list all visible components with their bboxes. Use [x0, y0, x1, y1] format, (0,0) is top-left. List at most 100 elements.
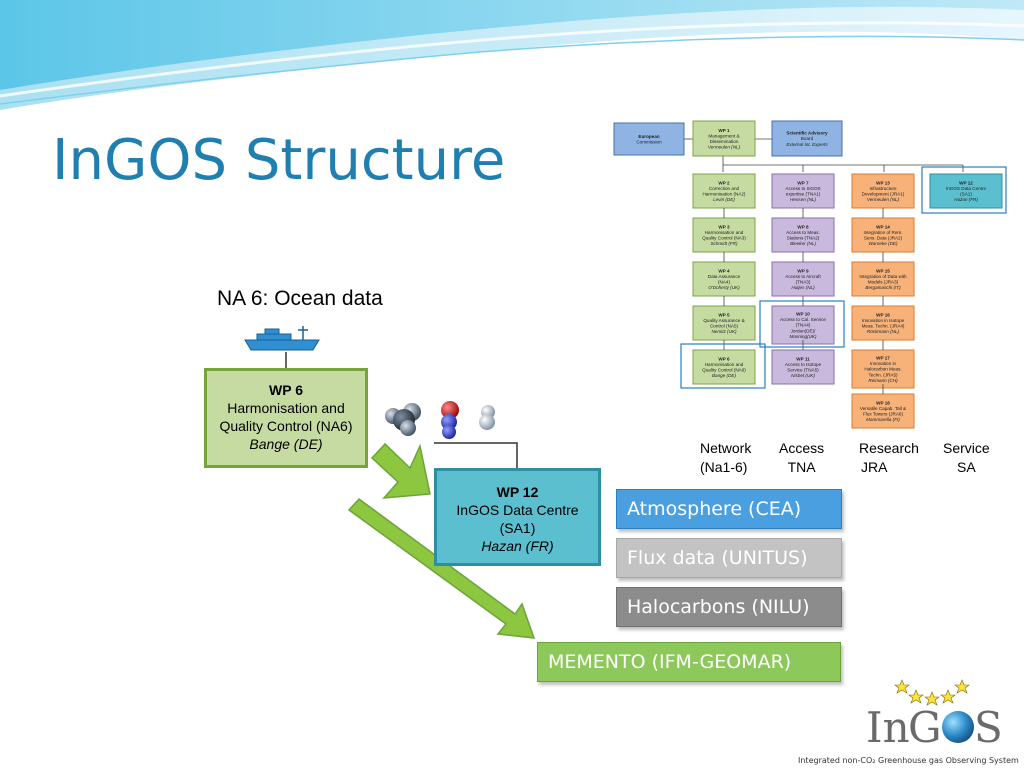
org-box-2-4-line: WP 17	[876, 356, 890, 361]
column-label-service: Service SA	[943, 439, 990, 477]
logo-wordmark-in: In	[866, 703, 910, 752]
logo-wordmark-s: S	[974, 703, 1003, 752]
wp6-line3: Quality Control (NA6)	[219, 418, 353, 434]
na6-label: NA 6: Ocean data	[217, 287, 383, 310]
org-box-0-4-line: WP 6	[718, 356, 730, 361]
data-tag-atmosphere: Atmosphere (CEA)	[616, 489, 842, 529]
org-box-1-3-line: (TNA4)	[796, 323, 811, 328]
org-box-0-2-line: O'Doherty (UK)	[708, 285, 740, 290]
org-box-2-1-line: WP 14	[876, 224, 890, 229]
column-label-service-line2: SA	[957, 459, 976, 475]
org-box-sab-line: Scientific Advisory	[786, 131, 828, 136]
org-box-2-4-line: Innovation in	[870, 361, 896, 366]
org-box-0-4-rect	[692, 349, 756, 385]
highlight-wp10	[759, 300, 845, 348]
highlight-wp12	[921, 166, 1007, 214]
org-box-3-0-line: Hazan (FR)	[954, 197, 978, 202]
data-tag-halocarbons: Halocarbons (NILU)	[616, 587, 842, 627]
org-box-1-1-line: Access to Meas.	[786, 230, 820, 235]
column-label-network-line1: Network	[700, 440, 752, 456]
org-box-1-4-line: WP 11	[796, 356, 810, 361]
org-box-2-2-rect	[851, 261, 915, 297]
column-label-access-line2: TNA	[787, 459, 816, 475]
org-box-1-0-line: WP 7	[797, 180, 809, 185]
org-box-0-2-line: (NA4)	[718, 280, 730, 285]
org-box-2-1-line: Warneke (DE)	[868, 241, 897, 246]
org-box-1-0-line: Access to InGOS	[785, 186, 820, 191]
hydrogen-molecule-icon	[479, 405, 495, 430]
logo-tagline: Integrated non-CO₂ Greenhouse gas Observ…	[798, 756, 1019, 765]
wp6-box: WP 6 Harmonisation and Quality Control (…	[204, 368, 368, 468]
org-box-2-5-line: Flux Towers (JRA6)	[863, 412, 903, 417]
org-box-0-1-line: Harmonisation and	[705, 230, 744, 235]
org-box-2-3-line: Innovation in Isotope	[862, 318, 905, 323]
org-box-1-2-line: Access to Aircraft	[785, 274, 821, 279]
org-box-1-2-line: Hutjes (NL)	[791, 285, 815, 290]
wp12-line3: (SA1)	[499, 520, 536, 536]
org-box-1-3-line: Manning(UK)	[789, 334, 817, 339]
org-box-wp1-line: Dissemination	[710, 139, 739, 144]
org-box-2-5-line: Versatile Capab. Tall &	[860, 406, 906, 411]
wp12-box: WP 12 InGOS Data Centre (SA1) Hazan (FR)	[434, 468, 601, 566]
org-box-ec-line: European	[638, 134, 659, 139]
org-box-1-4-line: Nisbet (UK)	[791, 373, 815, 378]
data-tag-flux: Flux data (UNITUS)	[616, 538, 842, 578]
column-label-access: Access TNA	[779, 439, 824, 477]
org-box-0-3-line: WP 5	[718, 312, 730, 317]
org-box-wp1-line: Management &	[708, 133, 739, 138]
org-box-3-0-line: (SA1)	[960, 192, 972, 197]
column-label-network: Network (Na1-6)	[700, 439, 751, 477]
org-box-2-3-rect	[851, 305, 915, 341]
org-box-2-0-line: WP 13	[876, 180, 890, 185]
org-box-0-4-line: Harmonisation and	[705, 362, 744, 367]
org-box-2-4-line: Reimann (CH)	[868, 378, 898, 383]
column-label-research: Research JRA	[859, 439, 919, 477]
org-box-1-1-line: Stations (TNA2)	[787, 236, 820, 241]
globe-icon	[942, 711, 974, 743]
org-box-0-0-line: Levin (DE)	[713, 197, 735, 202]
org-box-2-1-line: Integration of Rem.	[863, 230, 902, 235]
org-box-1-3-line: Jordan(DE)/	[791, 328, 816, 333]
org-box-2-3-line: WP 16	[876, 312, 890, 317]
org-box-1-2-rect	[771, 261, 835, 297]
wp6-lead: Bange (DE)	[249, 436, 323, 452]
ship-icon	[244, 326, 320, 351]
nitrous-oxide-molecule-icon	[441, 401, 459, 439]
org-box-0-0-line: Correction and	[709, 186, 740, 191]
org-chart-connectors	[684, 138, 964, 172]
org-box-3-0-rect	[929, 173, 1003, 209]
logo-wordmark-g: G	[908, 703, 942, 752]
org-box-3-0-line: WP 12	[959, 180, 973, 185]
data-tag-memento: MEMENTO (IFM-GEOMAR)	[537, 642, 841, 682]
org-box-0-1-line: WP 3	[718, 224, 730, 229]
org-box-1-0-line: expertise (TNA1)	[786, 192, 821, 197]
column-label-research-line2: JRA	[861, 459, 888, 475]
org-box-1-3-line: Access to Cal. Service	[780, 317, 826, 322]
org-box-2-0-line: Development (JRA1)	[862, 192, 905, 197]
org-box-2-0-line: Vermeulen (NL)	[867, 197, 900, 202]
column-label-research-line1: Research	[859, 440, 919, 456]
org-box-sab-rect	[771, 120, 843, 157]
org-box-0-0-line: WP 2	[718, 180, 730, 185]
org-box-0-0-line: Harmonisation (NA2)	[703, 192, 746, 197]
org-box-1-4-line: Service (TNA5)	[787, 368, 819, 373]
org-box-2-5-rect	[851, 393, 915, 429]
